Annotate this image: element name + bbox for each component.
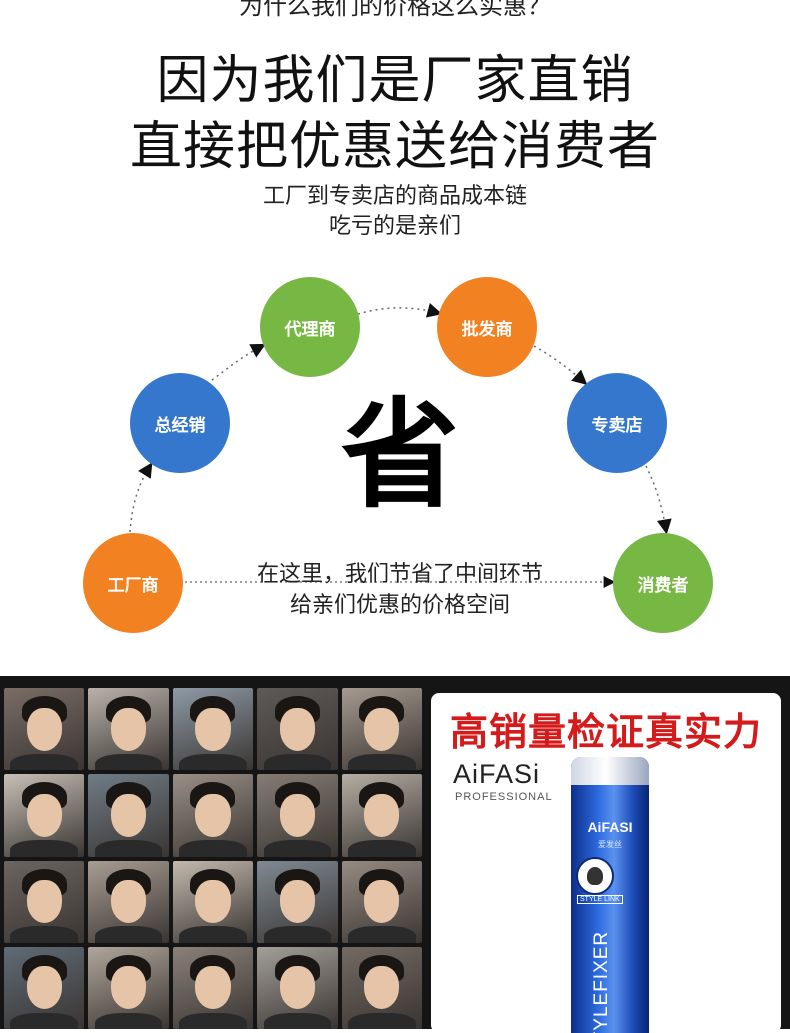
connector-store-consumer: [645, 465, 672, 535]
photo-shirt: [263, 926, 332, 943]
photo-shirt: [10, 926, 78, 943]
customer-photo-grid: [4, 688, 422, 1029]
photo-shirt: [348, 1012, 416, 1029]
customer-photo: [172, 688, 254, 771]
photo-shirt: [348, 926, 416, 943]
photo-face: [364, 793, 400, 837]
photo-shirt: [179, 753, 247, 771]
photo-shirt: [10, 1012, 78, 1029]
can-emblem-icon: [576, 857, 614, 895]
photo-face: [279, 966, 316, 1010]
customer-photo: [341, 946, 422, 1029]
customer-photo: [341, 688, 422, 771]
photo-shirt: [10, 753, 78, 771]
photo-shirt: [94, 1012, 163, 1029]
customer-photo: [172, 774, 254, 857]
customer-photo: [257, 946, 338, 1029]
save-character: 省: [340, 386, 459, 524]
customer-photo: [88, 860, 169, 943]
can-tag: STYLE LINK: [577, 895, 623, 904]
photo-shirt: [348, 753, 416, 771]
customer-photo: [4, 774, 85, 857]
connector-wholesale-store: [533, 345, 588, 385]
can-brand: AiFASI: [587, 819, 633, 835]
customer-photo: [341, 860, 422, 943]
photo-shirt: [179, 1012, 247, 1029]
photo-shirt: [179, 926, 247, 943]
headline-line-2: 直接把优惠送给消费者: [129, 117, 660, 177]
connector-factory-general: [129, 462, 153, 533]
customer-photo: [257, 860, 338, 943]
customer-photo: [172, 860, 254, 943]
photo-face: [279, 793, 316, 837]
customer-photo: [4, 860, 85, 943]
connector-general-agent: [211, 343, 266, 381]
bottom-section: 高销量检证真实力 AiFASi PROFESSIONAL AiFASI 爱发丝 …: [0, 676, 790, 1033]
subheadline-line-1: 工厂到专卖店的商品成本链: [262, 184, 527, 209]
customer-photo: [341, 774, 422, 857]
photo-face: [364, 880, 400, 923]
photo-face: [279, 880, 316, 923]
node-wholesaler: 批发商: [437, 277, 537, 377]
product-panel: 高销量检证真实力 AiFASi PROFESSIONAL AiFASI 爱发丝 …: [431, 693, 781, 1033]
photo-shirt: [263, 1012, 332, 1029]
node-consumer: 消费者: [613, 533, 713, 633]
customer-photo: [4, 946, 85, 1029]
photo-shirt: [348, 840, 416, 857]
photo-face: [26, 880, 62, 923]
product-can-image: AiFASI 爱发丝 STYLE LINK STYLEFIXER: [571, 757, 649, 1033]
photo-face: [110, 793, 147, 837]
photo-shirt: [263, 753, 332, 771]
customer-photo: [257, 774, 338, 857]
photo-face: [195, 793, 231, 837]
customer-photo: [4, 688, 85, 771]
brand-logo: AiFASi: [453, 759, 541, 789]
photo-face: [364, 966, 400, 1010]
photo-shirt: [94, 753, 163, 771]
node-agent: 代理商: [260, 277, 360, 377]
can-vertical-text: STYLEFIXER: [591, 930, 612, 1033]
can-chinese-name: 爱发丝: [598, 840, 622, 849]
photo-shirt: [179, 840, 247, 857]
photo-shirt: [94, 926, 163, 943]
photo-face: [195, 880, 231, 923]
can-cap: [571, 757, 649, 785]
photo-face: [26, 966, 62, 1010]
photo-face: [110, 880, 147, 923]
brand-subtitle: PROFESSIONAL: [455, 791, 553, 803]
connector-agent-wholesale: [357, 303, 443, 318]
node-store: 专卖店: [567, 373, 667, 473]
photo-face: [195, 707, 231, 751]
node-factory: 工厂商: [83, 533, 183, 633]
photo-face: [26, 793, 62, 837]
photo-shirt: [263, 840, 332, 857]
customer-photo: [88, 774, 169, 857]
photo-face: [26, 707, 62, 751]
photo-face: [195, 966, 231, 1010]
photo-shirt: [10, 840, 78, 857]
subheadline-line-2: 吃亏的是亲们: [328, 214, 461, 239]
headline-line-1: 因为我们是厂家直销: [156, 51, 634, 111]
photo-face: [110, 966, 147, 1010]
photo-face: [364, 707, 400, 751]
customer-photo: [257, 688, 338, 771]
save-text-line-1: 在这里，我们节省了中间环节: [256, 562, 543, 587]
node-general-distributor: 总经销: [130, 373, 230, 473]
customer-photo: [88, 688, 169, 771]
photo-face: [279, 707, 316, 751]
photo-shirt: [94, 840, 163, 857]
top-cut-heading: 为什么我们的价格这么实惠？: [239, 0, 551, 20]
customer-photo: [88, 946, 169, 1029]
customer-photo: [172, 946, 254, 1029]
save-text-line-2: 给亲们优惠的价格空间: [289, 593, 510, 618]
photo-face: [110, 707, 147, 751]
panel-title: 高销量检证真实力: [449, 710, 762, 754]
flow-connectors: [129, 303, 672, 588]
